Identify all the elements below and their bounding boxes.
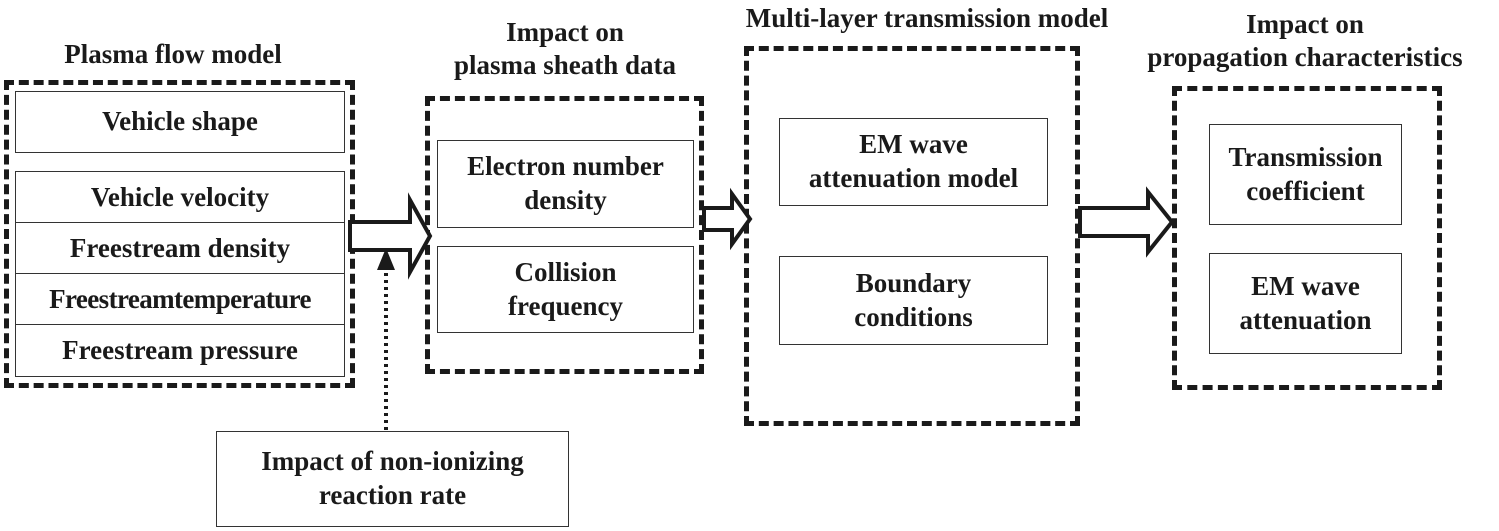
vehicle-shape-box: Vehicle shape [15,91,345,153]
em-wave-attenuation-box: EM wave attenuation [1209,253,1402,354]
freestream-pressure-box: Freestream pressure [15,324,345,377]
freestream-density-box: Freestream density [15,222,345,275]
propagation-heading: Impact on propagation characteristics [1147,9,1463,72]
em-wave-attenuation-model-box: EM wave attenuation model [779,118,1048,206]
electron-density-box: Electron number density [437,140,694,228]
plasma-flow-heading: Plasma flow model [64,39,282,69]
freestream-temperature-box: Freestreamtemperature [15,273,345,326]
transmission-heading: Multi-layer transmission model [745,3,1109,33]
arrow-flow-to-sheath [348,192,433,280]
boundary-conditions-box: Boundary conditions [779,256,1048,345]
vehicle-velocity-box: Vehicle velocity [15,171,345,224]
arrow-transmission-to-propagation [1078,186,1175,258]
collision-frequency-box: Collision frequency [437,246,694,333]
transmission-group [744,46,1080,426]
dotted-arrow-head [377,248,395,270]
sheath-heading: Impact on plasma sheath data [453,17,677,80]
non-ionizing-rate-box: Impact of non-ionizing reaction rate [216,431,569,527]
transmission-coefficient-box: Transmission coefficient [1209,124,1402,225]
